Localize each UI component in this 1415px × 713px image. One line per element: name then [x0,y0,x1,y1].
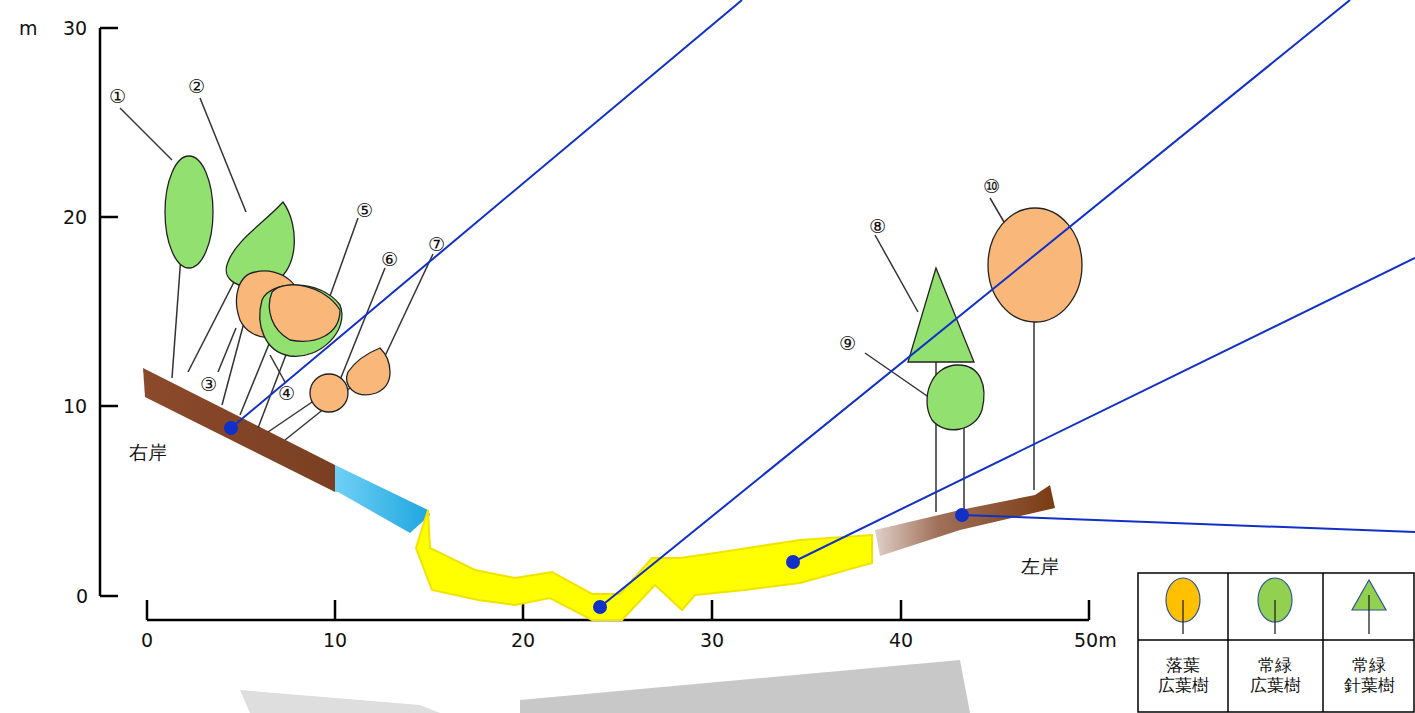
axis-label: 30 [63,19,87,38]
callout-number: ⑨ [839,334,856,353]
axis-label: 0 [76,587,88,606]
callout-number: ① [109,87,126,106]
axis-label: 10 [63,397,87,416]
callout-number: ⑥ [381,250,398,269]
legend-swatch [1352,580,1386,634]
legend-swatch [1166,578,1200,634]
axis-label: 10 [323,631,347,650]
axis-label: 20 [511,631,535,650]
axis-label: 40 [889,631,913,650]
axis-label: 50m [1074,631,1117,650]
axis-label: 20 [63,208,87,227]
callout-number: ⑦ [428,235,445,254]
bank-label: 左岸 [1021,557,1059,576]
legend-text: 落葉 広葉樹 [1148,656,1218,695]
axis-label: 30 [700,631,724,650]
bank-label: 右岸 [129,443,167,462]
callout-number: ⑩ [983,177,1000,196]
axis-label: 0 [141,631,153,650]
axis-label: m [19,19,38,38]
callout-number: ③ [200,375,217,394]
callout-number: ④ [278,384,295,403]
legend-text: 常緑 広葉樹 [1240,656,1310,695]
callout-number: ② [188,77,205,96]
legend-text: 常緑 針葉樹 [1334,656,1404,695]
callout-number: ⑤ [356,201,373,220]
callout-number: ⑧ [869,217,886,236]
legend-swatch [1258,578,1292,634]
